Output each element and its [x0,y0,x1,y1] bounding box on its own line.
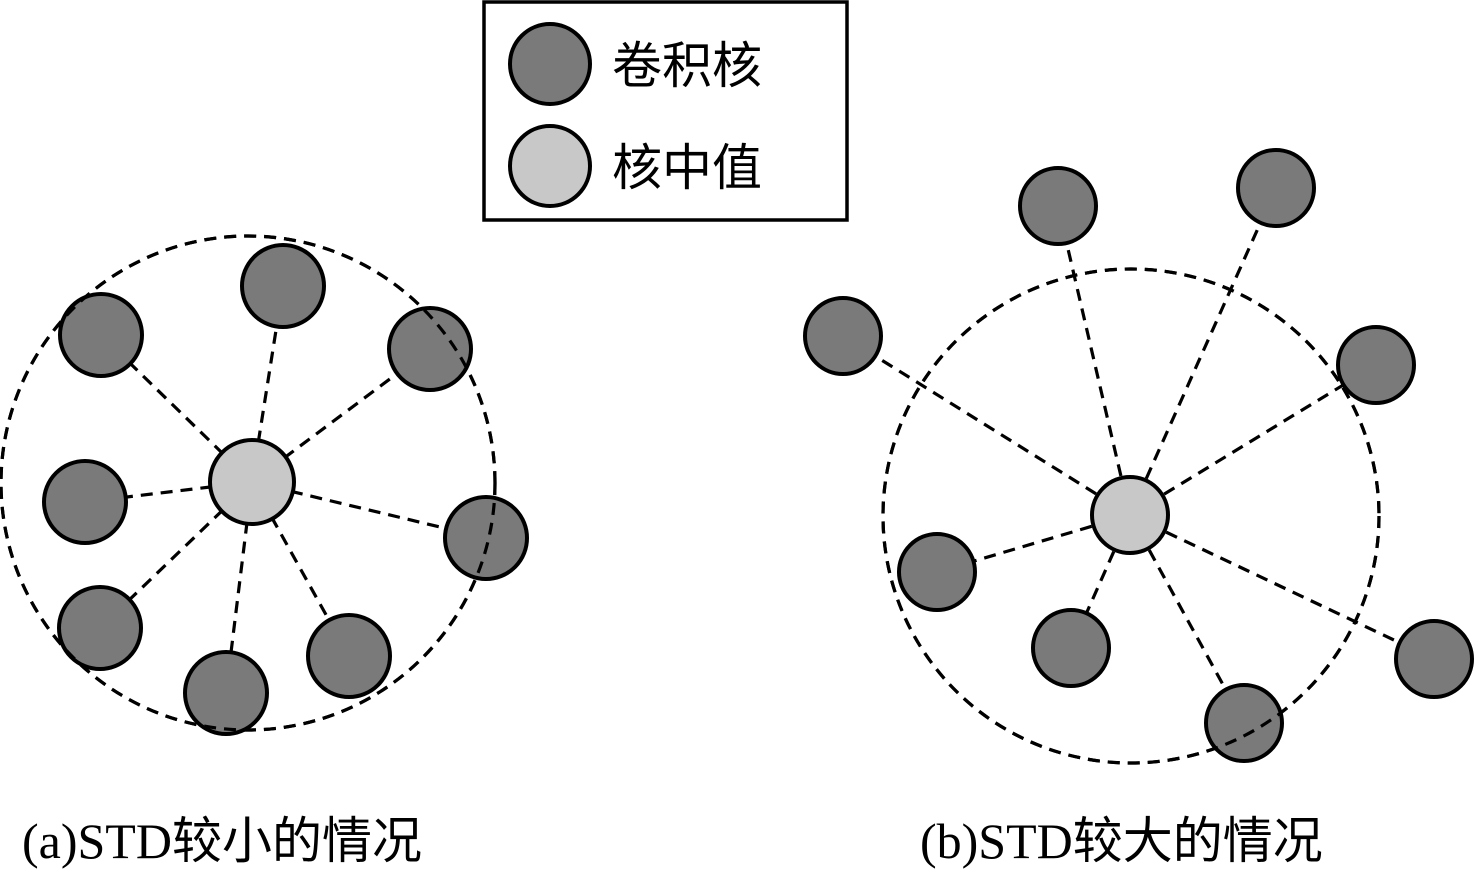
panel-a-small-std: (a)STD较小的情况 [0,234,529,869]
panel-a-kernel-node-3 [387,306,473,392]
panel-b-spoke-1 [1056,205,1132,516]
legend-median-label: 核中值 [612,139,762,197]
panel-b-kernel-node-7 [1394,619,1474,699]
panel-a-median-node [208,438,296,526]
panel-a-kernel-node-2 [240,243,326,329]
legend-median-swatch [508,124,592,208]
panel-a-kernel-node-6 [57,585,143,671]
panel-b-kernel-node-5 [897,532,977,612]
panel-a-spoke-6 [98,480,254,630]
panel-b-kernel-node-8 [1204,683,1284,763]
panel-b-kernel-node-4 [1336,325,1416,405]
panel-a-kernel-node-4 [42,459,128,545]
legend-kernel-label: 卷积核 [612,37,762,95]
panel-b-kernel-node-3 [803,296,883,376]
panel-a-spoke-8 [224,481,254,694]
panel-a-kernel-node-7 [306,613,392,699]
panel-b-std-boundary-overlay [881,267,1381,765]
panel-b-kernel-node-1 [1018,166,1098,246]
panel-a-caption: (a)STD较小的情况 [22,813,422,869]
panel-b-kernel-node-2 [1236,148,1316,228]
legend-kernel-swatch [508,22,592,106]
panel-a-kernel-node-1 [58,292,144,378]
panel-b-kernel-node-6 [1031,608,1111,688]
panel-b-median-node [1090,475,1170,555]
panel-b-caption: (b)STD较大的情况 [920,813,1323,869]
panel-b-spoke-2 [1128,187,1278,516]
panel-a-std-boundary-overlay [0,234,497,732]
panel-a-kernel-node-5 [443,495,529,581]
panel-b-large-std: (b)STD较大的情况 [803,148,1474,869]
panel-b-spoke-3 [842,334,1131,517]
panel-b-spoke-4 [1129,363,1377,517]
legend: 卷积核 核中值 [482,0,849,222]
panel-b-spoke-7 [1129,513,1435,661]
panel-a-kernel-node-8 [183,650,269,736]
panel-a-spoke-1 [99,333,254,484]
